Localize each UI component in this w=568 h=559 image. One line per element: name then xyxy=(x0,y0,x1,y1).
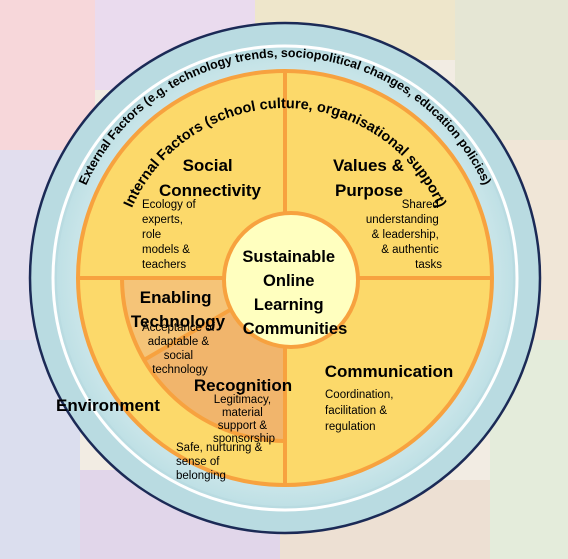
enabling-technology-description: Acceptance of adaptable & social technol… xyxy=(142,322,218,376)
recognition-title: Recognition xyxy=(194,376,292,395)
communication-description: Coordination, facilitation & regulation xyxy=(325,389,397,433)
social-connectivity-title: Social Connectivity xyxy=(159,156,262,200)
social-connectivity-description: Ecology of experts, role models & teache… xyxy=(142,199,199,271)
sector-outline xyxy=(120,277,286,443)
values-purpose-description: Shared understanding & leadership, & aut… xyxy=(366,199,442,271)
environment-label: Environment xyxy=(56,396,160,415)
quadrant-social-connectivity xyxy=(78,71,285,278)
enabling-technology-title: Enabling Technology xyxy=(131,288,226,331)
values-purpose-title: Values & Purpose xyxy=(333,156,409,200)
recognition-description: Legitimacy, material support & sponsorsh… xyxy=(213,394,275,445)
center-label: Sustainable Online Learning Communities xyxy=(242,248,347,338)
communication-title: Communication xyxy=(325,362,453,381)
outer-ring-divider xyxy=(51,44,519,512)
environment-description: Safe, nurturing & sense of belonging xyxy=(176,442,266,482)
center-circle xyxy=(222,211,360,349)
quadrant-values-purpose xyxy=(285,71,492,278)
